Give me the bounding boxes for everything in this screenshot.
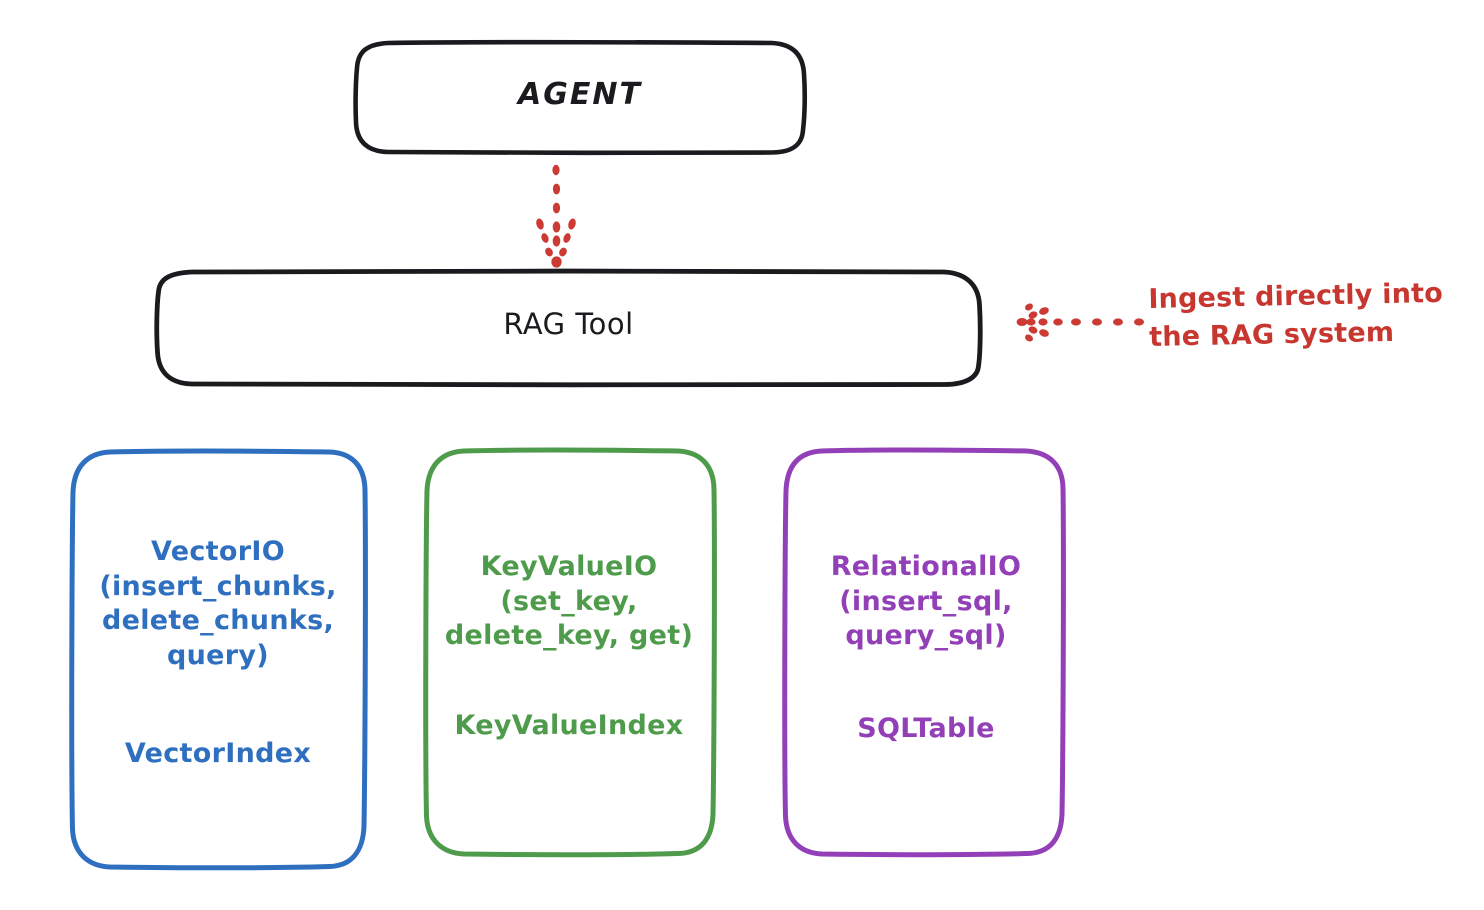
agent-node[interactable] (353, 39, 808, 156)
vector-io-node[interactable] (69, 448, 368, 871)
key-value-io-node[interactable] (423, 447, 717, 858)
annotation-to-rag-connector (1016, 303, 1144, 342)
agent-box-outline (353, 39, 808, 156)
relational-io-box-outline (782, 447, 1066, 858)
key-value-io-box-outline (423, 447, 717, 858)
rag-tool-box-outline (154, 268, 983, 388)
ingest-annotation-label: Ingest directly into the RAG system (1148, 277, 1444, 354)
vector-io-box-outline (69, 448, 368, 871)
relational-io-node[interactable] (782, 447, 1066, 858)
rag-tool-node[interactable] (154, 268, 983, 388)
agent-to-rag-connector (536, 164, 576, 268)
